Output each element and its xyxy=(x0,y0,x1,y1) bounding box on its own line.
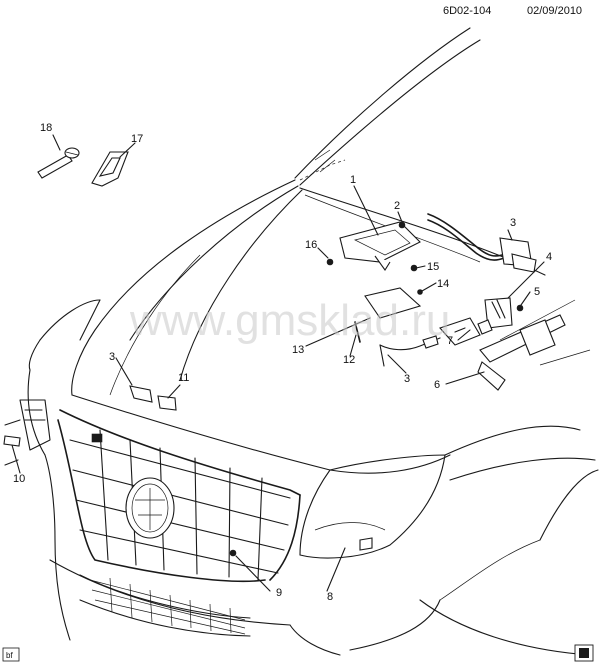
corner-tag-text: bf xyxy=(6,651,13,660)
part-17-loop-clip xyxy=(91,151,129,187)
part-6-support xyxy=(477,299,591,391)
grille-clip xyxy=(91,433,103,443)
callout-labels: 18 17 1 2 3 16 4 15 14 5 7 13 12 3 11 3 … xyxy=(13,122,552,603)
callout-11: 11 xyxy=(178,372,189,384)
watermark: www.gmsklad.ru xyxy=(129,296,450,345)
part-7-latch-release xyxy=(439,317,493,346)
callout-15: 15 xyxy=(427,261,439,273)
diagram-date: 02/09/2010 xyxy=(527,5,582,17)
part-2-nut xyxy=(398,221,406,229)
part-3-left-clip xyxy=(129,385,153,403)
part-13-plate xyxy=(364,287,422,319)
callout-2: 2 xyxy=(394,200,400,212)
callout-12: 12 xyxy=(343,354,355,366)
callout-1: 1 xyxy=(350,174,356,186)
fuel-cap-icon xyxy=(574,644,594,662)
callout-10: 10 xyxy=(13,473,25,485)
corner-tag: bf xyxy=(2,647,20,662)
part-16-nut xyxy=(326,258,334,266)
part-4-hood-latch xyxy=(484,297,513,329)
part-18-tool xyxy=(37,147,80,179)
callout-17: 17 xyxy=(131,133,143,145)
callout-18: 18 xyxy=(40,122,52,134)
part-12-stud xyxy=(354,321,361,343)
callout-3-middle: 3 xyxy=(404,373,410,385)
callout-6: 6 xyxy=(434,379,440,391)
part-14-fastener xyxy=(417,289,423,295)
part-3-harness-middle xyxy=(379,335,441,367)
callout-8: 8 xyxy=(327,591,333,603)
leader-lines xyxy=(11,134,545,592)
part-10-tag xyxy=(3,435,21,447)
callout-3-upper: 3 xyxy=(510,217,516,229)
headlamp-adjuster xyxy=(359,537,373,551)
part-9-fastener xyxy=(229,549,237,557)
part-11-grommet xyxy=(157,395,177,411)
part-5-bolt xyxy=(516,304,524,312)
callout-3-left: 3 xyxy=(109,351,115,363)
diagram-id: 6D02-104 xyxy=(443,5,491,17)
callout-16: 16 xyxy=(305,239,317,251)
callout-5: 5 xyxy=(534,286,540,298)
callout-4: 4 xyxy=(546,251,552,263)
vehicle-outline xyxy=(4,27,599,656)
part-3-harness-upper xyxy=(427,213,537,273)
callout-7: 7 xyxy=(447,335,453,347)
part-1-module-bracket xyxy=(339,221,421,271)
callout-9: 9 xyxy=(276,587,282,599)
callout-14: 14 xyxy=(437,278,449,290)
callout-13: 13 xyxy=(292,344,304,356)
